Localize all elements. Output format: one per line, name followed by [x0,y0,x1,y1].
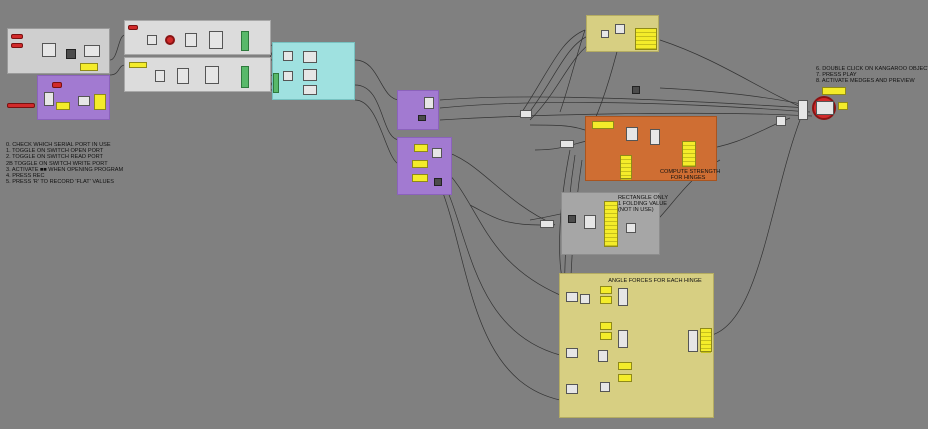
strength-node-b[interactable] [650,129,660,145]
group-hinge-select-a [397,90,439,130]
sensor-node-a[interactable] [155,70,165,82]
remap-node-b[interactable] [303,51,317,63]
read-port-toggle[interactable] [11,43,23,48]
recorded-values-panel [56,102,70,110]
merge-node[interactable] [688,330,698,352]
rect-node-c[interactable] [626,223,636,233]
output-bar-a[interactable] [241,31,249,51]
angle-output-panel [700,328,712,353]
remap-node-a[interactable] [283,51,293,61]
angle-panel-3 [600,322,612,330]
remap-output[interactable] [273,73,279,93]
sensor-panel [129,62,147,68]
kangaroo-output-panel [838,102,848,110]
hinge-select-dark[interactable] [418,115,426,121]
rect-values-panel [604,201,618,247]
tuning-values-panel [635,28,657,50]
angle-panel-1 [600,286,612,294]
hinge-node-a[interactable] [432,148,442,158]
strength-node-a[interactable] [626,127,638,141]
angle-node-2[interactable] [580,294,590,304]
sensor-node-c[interactable] [205,66,219,84]
angle-panel-4 [600,332,612,340]
sensor-node-b[interactable] [177,68,189,84]
hinge-select-node[interactable] [424,97,434,109]
tuning-node[interactable] [615,24,625,34]
serial-write-component[interactable] [84,45,100,57]
data-component[interactable] [78,96,90,106]
remap-node-d[interactable] [303,69,317,81]
input-toggle[interactable] [128,25,138,30]
angle-node-5[interactable] [598,350,608,362]
split-node[interactable] [185,33,197,47]
rectangle-group-label: RECTANGLE ONLY 1 FOLDING VALUE (NOT IN U… [618,195,669,213]
serial-read-component[interactable] [66,49,76,59]
instructions-left: 0. CHECK WHICH SERIAL PORT IN USE 1. TOG… [6,142,124,186]
kangaroo-input-b[interactable] [776,116,786,126]
hinge-node-b[interactable] [434,178,442,186]
open-port-toggle[interactable] [11,34,23,39]
output-bar-b[interactable] [241,66,249,88]
angle-node-7[interactable] [600,382,610,392]
group-hinge-select-b [397,137,452,195]
remap-node-c[interactable] [283,71,293,81]
hinge-strength-panel [682,141,696,167]
relay-node-b[interactable] [520,110,532,118]
kangaroo-component[interactable] [816,101,834,115]
strength-panel-a [592,121,614,129]
angle-panel-2 [600,296,612,304]
angle-forces-label: ANGLE FORCES FOR EACH HINGE [608,278,702,284]
strength-values-panel [620,155,632,180]
angle-panel-6 [618,374,632,382]
angle-node-4[interactable] [566,348,578,358]
port-panel [80,63,98,71]
relay-node-c[interactable] [540,220,554,228]
flat-values-panel [94,94,106,110]
hinge-panel-c [412,174,428,182]
group-recorder [37,75,110,120]
hinge-panel-b [412,160,428,168]
rect-node-a[interactable] [568,215,576,223]
group-tuning [586,15,659,52]
angle-node-8[interactable] [566,384,578,394]
group-serial-port [7,28,110,74]
input-node[interactable] [147,35,157,45]
record-component[interactable] [44,92,54,106]
list-item-node[interactable] [209,31,223,49]
relay-node-d[interactable] [560,140,574,148]
group-rectangle: RECTANGLE ONLY 1 FOLDING VALUE (NOT IN U… [561,192,669,255]
instructions-right: 6. DOUBLE CLICK ON KANGAROO OBJECT 7. PR… [816,66,928,85]
tuning-node-b[interactable] [601,30,609,38]
strength-group-label: COMPUTE STRENGTH FOR HINGES [660,169,721,181]
write-port-toggle[interactable] [7,103,35,108]
kangaroo-input-a[interactable] [798,100,808,120]
rec-toggle[interactable] [52,82,62,88]
rect-node-b[interactable] [584,215,596,229]
group-compute-strength: COMPUTE STRENGTH FOR HINGES [585,116,721,181]
serial-port-component[interactable] [42,43,56,57]
group-remap [272,42,355,100]
group-sensor-values [124,57,271,92]
group-angle-forces: ANGLE FORCES FOR EACH HINGE [559,273,714,418]
kangaroo-settings-panel [822,87,846,95]
angle-node-3[interactable] [618,288,628,306]
angle-node-1[interactable] [566,292,578,302]
remap-node-e[interactable] [303,85,317,95]
group-input-values [124,20,271,55]
stop-indicator[interactable] [165,35,175,45]
angle-panel-5 [618,362,632,370]
relay-node-a[interactable] [632,86,640,94]
angle-node-6[interactable] [618,330,628,348]
hinge-panel-a [414,144,428,152]
